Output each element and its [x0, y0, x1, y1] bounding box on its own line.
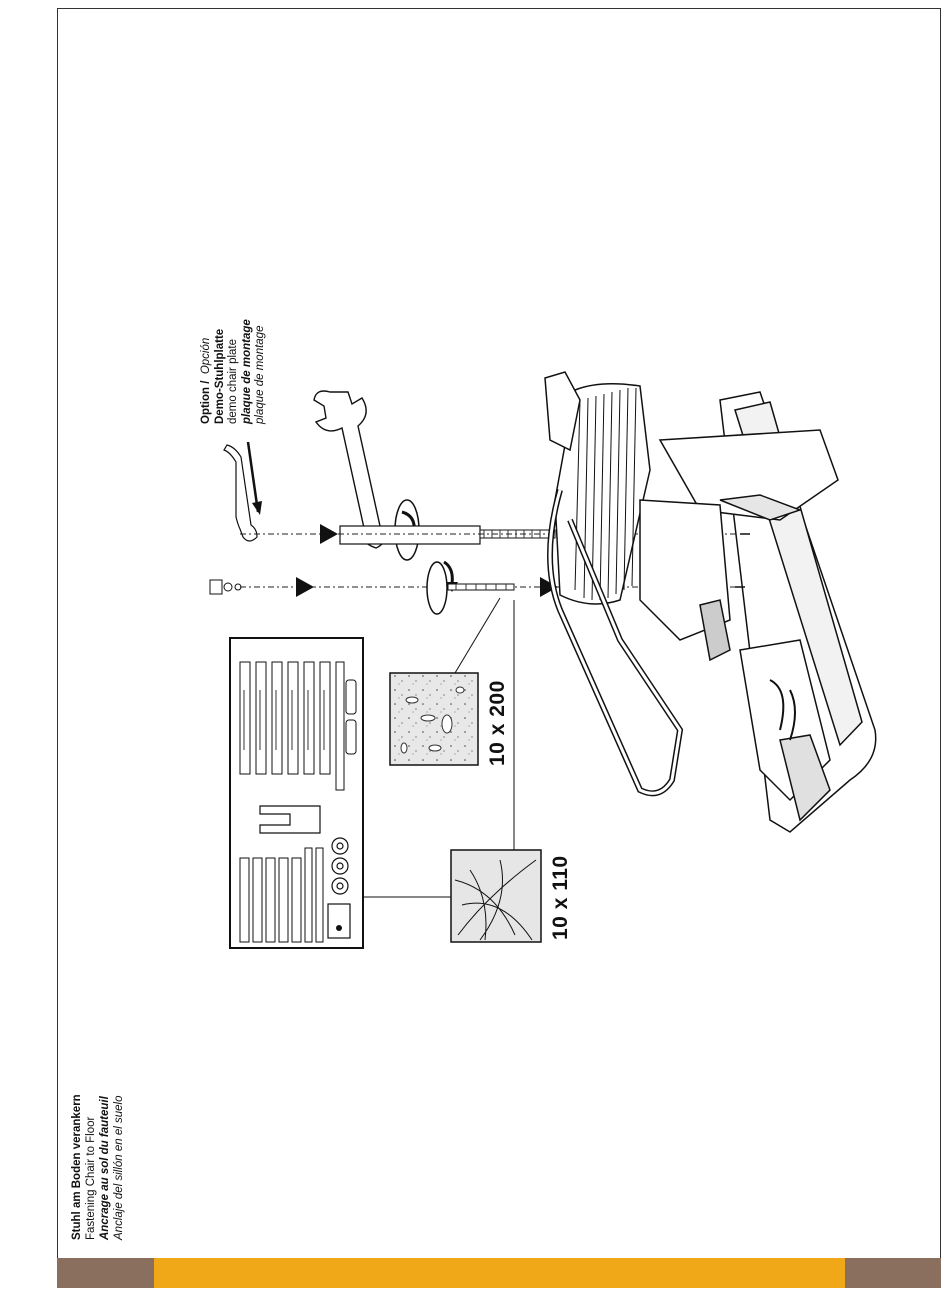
footer-bar-right: [845, 1258, 941, 1288]
option-label: Option /: [200, 381, 212, 424]
title-de: Stuhl am Boden verankern: [70, 1094, 84, 1240]
dowel-icon: [240, 662, 344, 790]
hardware-kit: [230, 638, 363, 948]
wood-grain-icon: [451, 850, 541, 942]
footer-bar-middle: [154, 1258, 845, 1288]
chair-base-illustration: [545, 372, 876, 832]
wood-dimension-label: 10 x 110: [549, 855, 573, 940]
title-en: Fastening Chair to Floor: [84, 1094, 98, 1240]
concrete-texture-icon: [390, 673, 478, 765]
washer-icon: [332, 838, 348, 894]
wrench-icon: [224, 445, 257, 541]
title-fr: Ancrage au sol du fauteuil: [98, 1094, 112, 1240]
option-en: demo chair plate: [227, 319, 241, 424]
wrench-icon: [314, 391, 384, 548]
option-label-block: Option / Opción Demo-Stuhlplatte demo ch…: [200, 319, 268, 424]
option-fr: plaque de montage: [241, 319, 255, 424]
footer-bar-left: [57, 1258, 154, 1288]
page-title-block: Stuhl am Boden verankern Fastening Chair…: [70, 1094, 126, 1240]
title-es: Anclaje del sillón en el suelo: [112, 1094, 126, 1240]
arrow-icon: [248, 442, 258, 512]
option-label-es: Opción: [200, 338, 212, 374]
option-de: Demo-Stuhlplatte: [214, 319, 228, 424]
footer-color-bar: [57, 1258, 941, 1288]
option-es: plaque de montage: [254, 319, 268, 424]
screw-icon: [448, 584, 514, 590]
concrete-dimension-label: 10 x 200: [486, 680, 510, 766]
nut-icon: [328, 904, 350, 938]
